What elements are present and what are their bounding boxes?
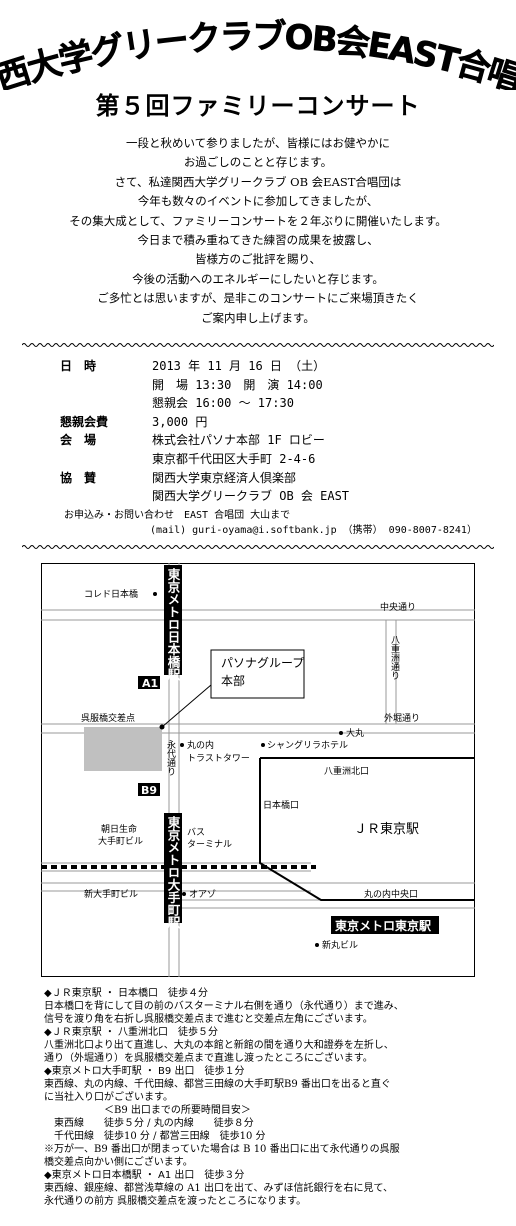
direction-line: 東西線、丸の内線、千代田線、都営三田線の大手町駅B9 番出口を出ると直ぐ [44, 1079, 391, 1090]
intro-line: ご案内申し上げます。 [201, 310, 315, 325]
exit-a1: A1 [142, 677, 158, 690]
sponsor-1: 関西大学東京経済人倶楽部 [152, 471, 297, 485]
intro-line: その集大成として、ファミリーコンサートを２年ぶりに開催いたします。 [69, 213, 447, 228]
intro-line: 皆様方のご批評を賜り、 [194, 252, 322, 267]
direction-line: 千代田線 徒歩10 分 / 都営三田線 徒歩10 分 [44, 1131, 266, 1142]
direction-line: 通り（外堀通り）を呉服橋交差点まで直進し渡ったところにございます。 [44, 1053, 373, 1064]
event-date: 2013 年 11 月 16 日 （土） [152, 359, 326, 373]
venue-label: 会 場 [60, 433, 97, 447]
concert-subtitle: 第５回ファミリーコンサート [95, 92, 421, 120]
intro-line: さて、私達関西大学グリークラブ OB 会EAST合唱団は [114, 174, 402, 189]
pasona-building [84, 727, 162, 771]
directions: ◆ＪＲ東京駅 ・ 日本橋口 徒歩４分日本橋口を背にして目の前のバスターミナル右側… [44, 987, 484, 1208]
contact-details: (mail) guri-oyama@i.softbank.jp （携帯） 090… [150, 525, 477, 536]
intro-line: ご多忙とは思いますが、是非このコンサートにご来場頂きたく [97, 291, 419, 306]
trust-tower-label-2: トラストタワー [187, 753, 250, 764]
sponsor-label: 協 賛 [60, 471, 97, 485]
intro-line: 今後の活動へのエネルギーにしたいと存じます。 [132, 271, 384, 286]
wave-divider [22, 343, 494, 347]
direction-line: 信号を渡り角を右折し呉服橋交差点まで進むと交差点左角にございます。 [44, 1014, 373, 1025]
intro-text: 一段と秋めいて参りましたが、皆様にはお健やかにお過ごしのことと存じます。さて、私… [0, 134, 516, 328]
access-map: パソナグループ 本部 東京メトロ日本橋駅 東京メトロ大手町駅 A1 B9 東京メ… [41, 563, 475, 977]
oazo-label: オアゾ [189, 889, 216, 900]
marunouchi-central-label: 丸の内中央口 [364, 888, 418, 900]
venue-address: 東京都千代田区大手町 2-4-6 [152, 452, 316, 466]
contact-line: お申込み・お問い合わせ EAST 合唱団 大山まで [64, 510, 291, 521]
pasona-label: パソナグループ [221, 656, 304, 670]
intro-line: 一段と秋めいて参りましたが、皆様にはお健やかに [126, 136, 390, 150]
asahi-label-2: 大手町ビル [98, 835, 143, 847]
fee-value: 3,000 円 [152, 415, 208, 429]
pasona-label-2: 本部 [221, 673, 245, 688]
nihonbashi-exit-label: 日本橋口 [263, 799, 299, 811]
party-time: 懇親会 16:00 ～ 17:30 [152, 396, 294, 410]
tokyo-metro-station: 東京メトロ東京駅 [335, 918, 432, 933]
bus-label: バス [187, 827, 205, 838]
jr-tokyo-label: ＪＲ東京駅 [354, 821, 419, 837]
otemachi-station: 東京メトロ大手町駅 [166, 815, 181, 929]
yaesu-north-label: 八重洲北口 [324, 765, 369, 777]
fee-label: 懇親会費 [60, 415, 109, 429]
coredo-label: コレド日本橋 [84, 588, 138, 600]
direction-line: 橋交差点向かい側にございます。 [44, 1157, 193, 1168]
direction-line: 東西線 徒歩５分 / 丸の内線 徒歩８分 [44, 1118, 254, 1129]
direction-heading: ◆東京メトロ日本橋駅 ・ A1 出口 徒歩３分 [44, 1170, 245, 1181]
venue-name: 株式会社パソナ本部 1F ロビー [152, 433, 325, 447]
bus-label-2: ターミナル [187, 839, 232, 850]
sotobori-label: 外堀通り [384, 712, 420, 724]
direction-line: ※万が一、B9 番出口が閉まっていた場合は B 10 番出口に出て永代通りの呉服 [44, 1144, 400, 1155]
direction-line: 東西線、銀座線、都営浅草線の A1 出口を出て、みずほ信託銀行を右に見て、 [44, 1183, 393, 1194]
direction-heading: ◆ＪＲ東京駅 ・ 日本橋口 徒歩４分 [44, 988, 209, 999]
direction-heading: ◆東京メトロ大手町駅 ・ B9 出口 徒歩１分 [44, 1066, 245, 1077]
asahi-label: 朝日生命 [101, 823, 137, 835]
date-label: 日 時 [60, 359, 97, 373]
yaesu-dori-label: 八重洲通り [389, 635, 400, 680]
intro-line: 今年も数々のイベントに参加してきましたが、 [137, 194, 379, 209]
gofuku-label: 呉服橋交差点 [81, 712, 135, 724]
eitai-dori-label: 永代通り [165, 739, 176, 776]
direction-line: に当社入り口がございます。 [44, 1092, 173, 1103]
exit-b9: B9 [141, 784, 157, 797]
intro-line: お過ごしのことと存じます。 [183, 155, 333, 170]
chuo-dori-label: 中央通り [380, 601, 416, 613]
daimaru-label: 大丸 [346, 727, 364, 739]
trust-tower-label: 丸の内 [187, 739, 214, 751]
direction-line: ＜B9 出口までの所要時間目安＞ [44, 1105, 251, 1116]
event-times: 開 場 13:30 開 演 14:00 [152, 378, 323, 392]
direction-heading: ◆ＪＲ東京駅 ・ 八重洲北口 徒歩５分 [44, 1027, 219, 1038]
shangri-la-label: シャングリラホテル [267, 739, 348, 751]
direction-line: 八重洲北口より出て直進し、大丸の本館と新館の間を通り大和證券を左折し、 [44, 1040, 394, 1051]
shin-otemachi-label: 新大手町ビル [84, 888, 138, 900]
sponsor-2: 関西大学グリークラブ OB 会 EAST [152, 489, 350, 503]
direction-line: 永代通りの前方 呉服橋交差点を渡ったところになります。 [44, 1196, 307, 1207]
shin-maru-label: 新丸ビル [322, 939, 358, 951]
nihonbashi-station: 東京メトロ日本橋駅 [166, 567, 181, 681]
direction-line: 日本橋口を背にして目の前のバスターミナル右側を通り（永代通り）まで進み、 [44, 1001, 404, 1012]
intro-line: 今日まで積み重ねてきた練習の成果を披露し、 [137, 233, 379, 248]
wave-divider-2 [22, 545, 494, 549]
